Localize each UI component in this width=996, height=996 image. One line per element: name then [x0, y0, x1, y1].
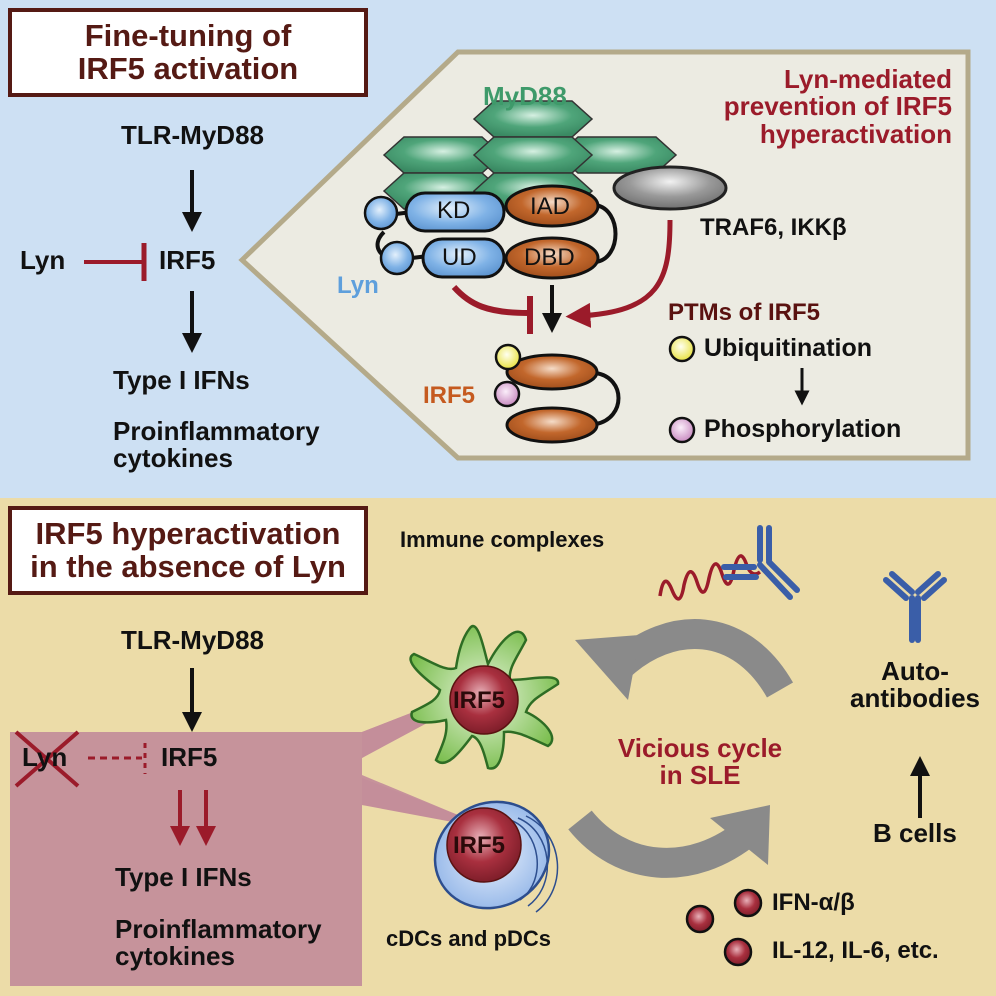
- autoantibodies-label: Auto- antibodies: [840, 656, 990, 714]
- vicious-cycle-label: Vicious cycle in SLE: [610, 733, 790, 791]
- top-proinflammatory-line1: Proinflammatory: [113, 416, 320, 446]
- pdc-er-fold: [509, 819, 538, 901]
- top-type1-ifns-label: Type I IFNs: [113, 365, 250, 395]
- vicious-cycle-line1: Vicious cycle: [617, 733, 783, 763]
- callout-beam: [362, 778, 458, 823]
- bottom-lyn-label: Lyn: [22, 742, 68, 772]
- cycle-arrowhead-bottom: [710, 805, 770, 865]
- dbd-domain: [504, 236, 600, 280]
- cytokine-ball: [723, 937, 753, 967]
- immune-complexes-label: Immune complexes: [400, 527, 605, 552]
- ptm-phosphorylation: Phosphorylation: [704, 415, 902, 443]
- pdc-er-fold: [517, 817, 549, 907]
- top-title-line2: IRF5 activation: [77, 50, 299, 86]
- lyn-inhibit-path: [451, 284, 529, 316]
- detail-heading-line3: hyperactivation: [759, 118, 952, 149]
- nucleic-acid-strand: [658, 554, 762, 601]
- cycle-arrow-bottom: [568, 810, 760, 878]
- detail-heading: Lyn-mediated prevention of IRF5 hyperact…: [720, 64, 952, 149]
- top-proinflammatory-label: Proinflammatory cytokines: [113, 416, 320, 474]
- phosphate-marker: [493, 380, 521, 408]
- irf5-active-domain: [505, 353, 599, 391]
- bottom-tlr-myd88-label: TLR-MyD88: [120, 625, 264, 655]
- cells-label: cDCs and pDCs: [386, 926, 552, 951]
- bottom-proinflammatory-label: Proinflammatory cytokines: [115, 914, 322, 972]
- myd88-hexagon: [556, 136, 678, 174]
- detail-heading-line1: Lyn-mediated: [783, 64, 952, 94]
- ptm-heading: PTMs of IRF5: [668, 299, 821, 326]
- iad-label: IAD: [530, 193, 571, 220]
- ud-domain: [421, 237, 506, 279]
- irf5-active-domain: [505, 406, 599, 444]
- cytokine-ball: [733, 888, 763, 918]
- bottom-title-line1: IRF5 hyperactivation: [35, 515, 341, 551]
- b-cells-label: B cells: [873, 818, 957, 848]
- top-proinflammatory-line2: cytokines: [113, 443, 233, 474]
- top-lyn-label: Lyn: [20, 245, 66, 275]
- lyn-sh-domain: [379, 240, 415, 276]
- hyperactivation-highlight: [10, 690, 470, 986]
- traf6-ikkb-protein: [612, 165, 728, 211]
- ud-label: UD: [442, 244, 477, 271]
- traf-activation-path: [565, 219, 673, 328]
- cytokine-ifn-label: IFN-α/β: [772, 889, 855, 916]
- cdc-irf5-label: IRF5: [453, 687, 506, 714]
- kd-domain: [404, 191, 506, 233]
- top-title-line1: Fine-tuning of: [84, 17, 292, 53]
- bottom-proinflammatory-line1: Proinflammatory: [115, 914, 322, 944]
- bottom-irf5-label: IRF5: [161, 742, 218, 772]
- dbd-label: DBD: [524, 244, 575, 271]
- top-panel-title: Fine-tuning of IRF5 activation: [8, 8, 368, 97]
- immune-complex-antibody: [721, 525, 800, 600]
- bottom-type1-ifns-label: Type I IFNs: [115, 862, 252, 892]
- top-irf5-label: IRF5: [159, 245, 216, 275]
- lyn-cross-2: [14, 730, 80, 788]
- myd88-hexagon: [472, 136, 594, 174]
- autoantibody-icon: [883, 571, 947, 643]
- irf5-linker: [595, 203, 618, 264]
- detail-heading-line2: prevention of IRF5: [723, 91, 952, 122]
- cycle-arrow-top: [609, 619, 794, 698]
- lyn-domain-label: Lyn: [337, 272, 379, 299]
- kd-label: KD: [437, 197, 471, 224]
- cycle-arrowhead-top: [575, 635, 640, 700]
- lyn-sh-domain: [363, 195, 399, 231]
- bottom-proinflammatory-line2: cytokines: [115, 941, 235, 972]
- pdc-irf5-label: IRF5: [453, 832, 506, 859]
- irf5-nucleus-pdc: [446, 807, 522, 883]
- cytokine-ball: [685, 904, 715, 934]
- cytokine-il-label: IL-12, IL-6, etc.: [772, 937, 939, 964]
- irf5-detail-label: IRF5: [423, 382, 476, 409]
- traf6-ikkb-label: TRAF6, IKKβ: [700, 214, 847, 241]
- autoantibodies-line2: antibodies: [849, 683, 980, 714]
- ptm-ubiquitination: Ubiquitination: [704, 334, 873, 362]
- phosphate-legend-icon: [668, 416, 696, 444]
- pdc-er-fold: [525, 815, 559, 913]
- bottom-panel-title: IRF5 hyperactivation in the absence of L…: [8, 506, 368, 595]
- irf5-active-linker: [595, 371, 621, 426]
- autoantibodies-line1: Auto-: [881, 656, 949, 686]
- iad-domain: [504, 184, 600, 228]
- irf5-nucleus-cdc: [449, 665, 519, 735]
- vicious-cycle-line2: in SLE: [659, 760, 741, 791]
- bottom-title-line2: in the absence of Lyn: [30, 548, 346, 584]
- ubiquitin-legend-icon: [668, 335, 696, 363]
- top-tlr-myd88-label: TLR-MyD88: [120, 120, 264, 150]
- ubiquitin-marker: [494, 343, 522, 371]
- myd88-label: MyD88: [483, 81, 567, 111]
